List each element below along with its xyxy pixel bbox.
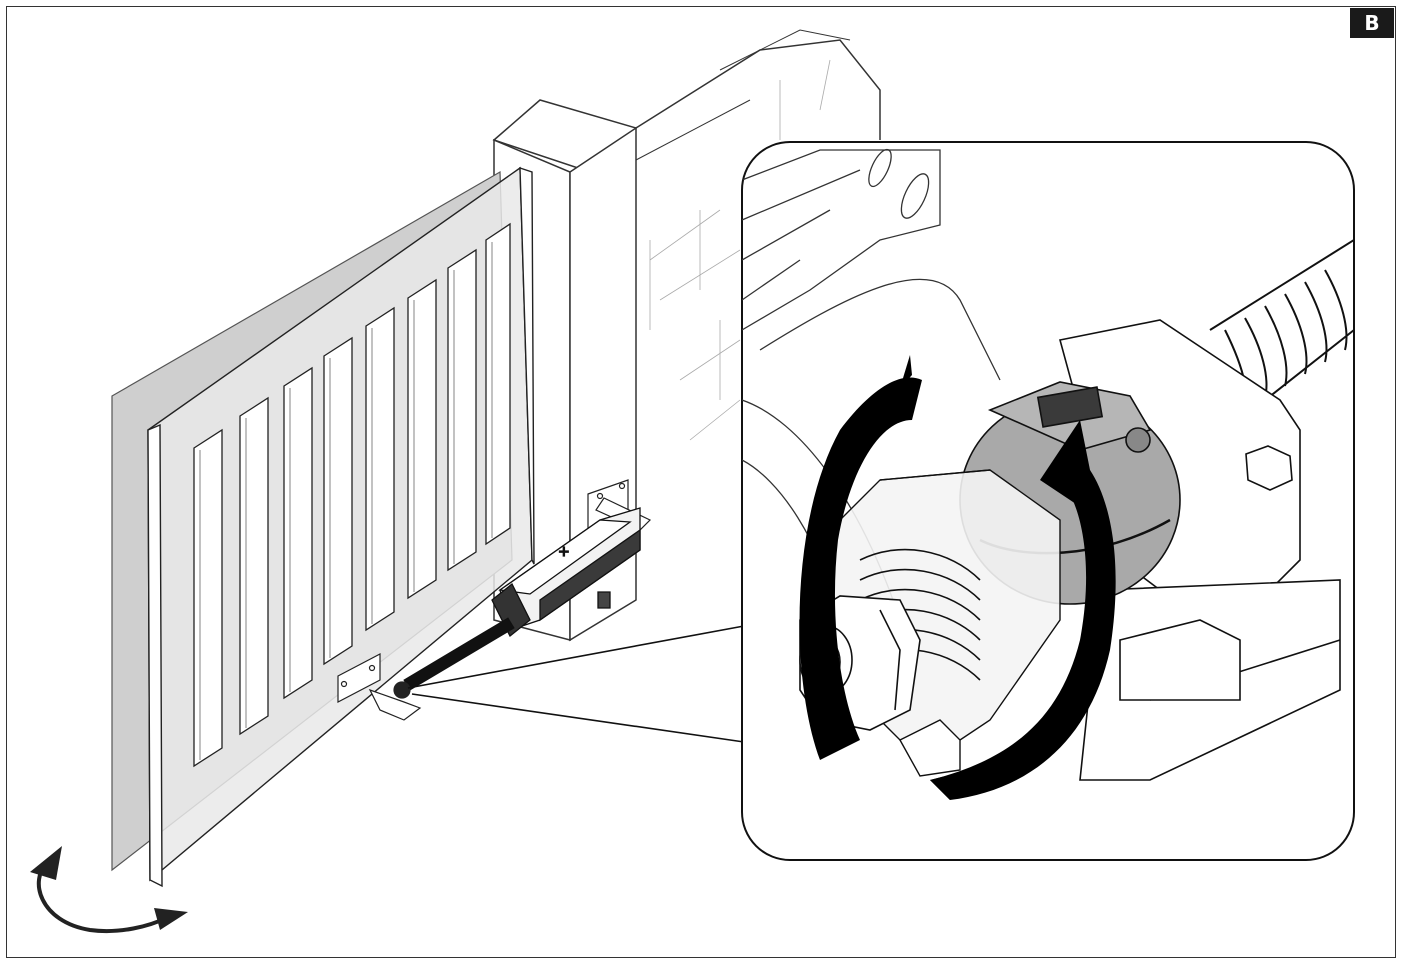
wall-hatching — [649, 59, 831, 441]
gate-bracket — [337, 653, 422, 721]
figure-badge: B — [1350, 8, 1394, 38]
gate-slots — [193, 222, 511, 768]
gate-slot-inner — [199, 242, 493, 760]
rotation-arrow-icon — [799, 355, 1116, 800]
svg-text:+: + — [558, 544, 570, 560]
detail-callout-content — [742, 148, 1354, 800]
gate-swing-arrow-icon — [30, 846, 188, 934]
detail-leader-lines — [407, 625, 745, 743]
figure-frame — [6, 6, 1396, 958]
motor-actuator: + — [491, 507, 641, 638]
